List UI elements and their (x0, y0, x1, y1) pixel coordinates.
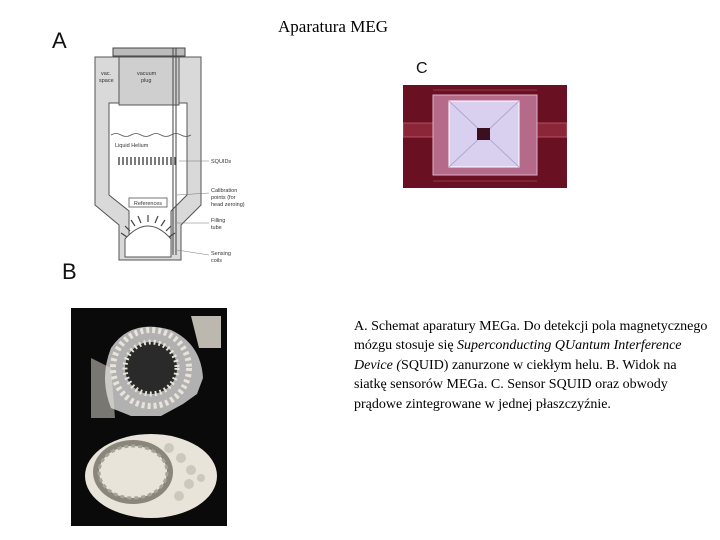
panel-label-c: C (416, 60, 428, 78)
figure-caption: A. Schemat aparatury MEGa. Do detekcji p… (354, 317, 710, 414)
page-title: Aparatura MEG (278, 17, 388, 37)
vacuum-plug-label-2: plug (141, 78, 151, 84)
vac-space-label: vac. (101, 71, 112, 77)
panel-label-a: A (52, 28, 67, 54)
panel-label-b: B (62, 259, 77, 285)
sensing-coils-label-2: coils (211, 258, 222, 264)
filling-tube-label-2: tube (211, 225, 222, 231)
filling-tube-label: Filling (211, 218, 225, 224)
liquid-helium-label: Liquid Helium (115, 143, 149, 149)
calibration-label-2: points (for (211, 195, 236, 201)
calibration-label-3: head zeroing) (211, 202, 245, 208)
squids-label: SQUIDs (211, 159, 231, 165)
calibration-label: Calibration (211, 188, 237, 194)
vac-space-label-2: space (99, 78, 114, 84)
sensor-helmet-photo (71, 308, 227, 526)
squid-chip-photo (403, 85, 567, 188)
meg-dewar-diagram: References vac. space vacuum plug Liquid… (85, 45, 285, 275)
caption-part-2: SQUID) zanurzone w ciekłym helu. B. Wido… (354, 358, 677, 412)
sensing-coils-label: Sensing (211, 251, 231, 257)
references-label: References (134, 201, 162, 207)
vacuum-plug-label: vacuum (137, 71, 157, 77)
